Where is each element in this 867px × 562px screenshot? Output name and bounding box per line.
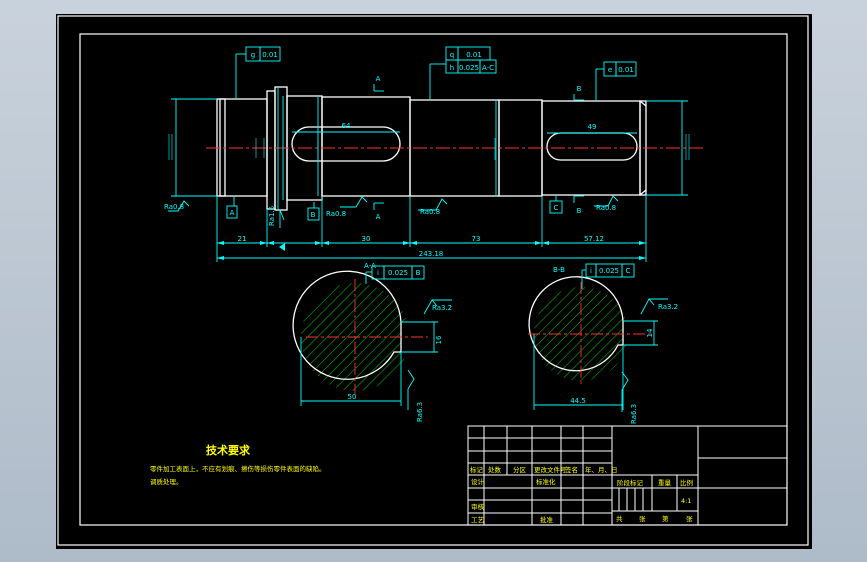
tol-a-value: 0.025	[388, 269, 408, 277]
dim-total-length: 243.18	[419, 250, 444, 258]
tb-ratio: 比例	[680, 478, 693, 487]
tol-q-symbol: q	[450, 51, 454, 59]
section-a-a: A-A i 0.025 B 50 16 Ra3.2 Ra6.3	[292, 262, 452, 422]
tb-zone: 分区	[513, 465, 527, 474]
rough-r3: Ra0.8	[326, 210, 346, 218]
shaft-seg-keyed-1	[321, 96, 411, 197]
tb-process: 工艺	[471, 516, 485, 524]
tech-line-2: 调质处理。	[150, 477, 183, 486]
tol-h-datum: A-C	[482, 64, 494, 72]
dim-length-30: 30	[362, 235, 371, 243]
dimension-arrows	[217, 241, 646, 260]
keyway-2	[546, 132, 638, 161]
cad-drawing-viewport[interactable]: g 0.01 q 0.01 h 0.025 A-C e 0.01 A B C A…	[56, 14, 812, 549]
section-a-bottom: A	[376, 213, 381, 221]
inner-frame	[79, 33, 788, 526]
rough-r2: Ra1.6	[268, 205, 276, 226]
tol-e-symbol: e	[608, 66, 612, 74]
dim-secB-key: 14	[646, 328, 654, 337]
tb-sheet-1: 共	[616, 514, 623, 523]
tb-sheet-2: 张	[639, 514, 646, 523]
rough-secB1: Ra3.2	[658, 303, 678, 311]
tb-scale: 4:1	[681, 497, 691, 505]
tech-title: 技术要求	[206, 443, 251, 457]
section-b-bottom: B	[577, 207, 582, 215]
tol-q-value: 0.01	[466, 51, 482, 59]
tb-sheet-4: 张	[686, 514, 693, 523]
datum-b-label: B	[311, 211, 316, 219]
tol-e-value: 0.01	[618, 66, 634, 74]
tb-doc: 更改文件号	[534, 465, 567, 474]
tol-g-symbol: g	[251, 51, 255, 59]
shaft-dimension-lines	[168, 54, 688, 262]
tb-stage: 阶段标记	[617, 478, 644, 487]
title-block: 标记 处数 分区 更改文件号 签名 年、月、日 设计 标准化 审核 工艺 批准 …	[467, 425, 788, 526]
dim-length-57: 57.12	[584, 235, 604, 243]
tol-a-datum: B	[416, 269, 421, 277]
rough-r4: Ra0.8	[420, 208, 440, 216]
tb-design: 设计	[471, 477, 485, 486]
diameter-callouts	[168, 134, 690, 160]
dim-secB-width: 44.5	[570, 397, 586, 405]
section-a-top: A	[376, 75, 381, 83]
tb-mark: 标记	[470, 465, 484, 474]
section-b-top: B	[577, 85, 582, 93]
tb-weight: 重量	[658, 479, 672, 487]
dim-length-21: 21	[238, 235, 247, 243]
rough-secA2: Ra6.3	[416, 402, 424, 422]
shaft-seg-shoulder-ring	[266, 90, 276, 210]
rough-secA1: Ra3.2	[432, 304, 452, 312]
section-a-label: A-A	[364, 262, 376, 270]
tech-line-1: 零件加工表面上，不应有划痕、擦伤等损伤零件表面的缺陷。	[150, 464, 326, 473]
shaft-drawing: g 0.01 q 0.01 h 0.025 A-C e 0.01 A B C A…	[57, 15, 809, 546]
datum-c-label: C	[554, 204, 559, 212]
tol-h-symbol: h	[450, 64, 454, 72]
tb-standard: 标准化	[536, 477, 556, 486]
dim-secA-width: 50	[348, 393, 357, 401]
tol-h-value: 0.025	[459, 64, 479, 72]
tol-b-value: 0.025	[599, 267, 619, 275]
rough-r5: Ra0.8	[596, 204, 616, 212]
section-b-b: B-B i 0.025 C 44.5 14 Ra3.2 Ra6.3	[528, 263, 678, 424]
dim-secA-key: 16	[435, 335, 443, 344]
tb-sheet-3: 第	[662, 514, 669, 523]
keyway-1	[291, 126, 401, 162]
tb-sign: 签名	[565, 465, 578, 474]
tol-b-datum: C	[626, 267, 631, 275]
dim-key1-length: 64	[342, 122, 351, 130]
technical-requirements: 技术要求 零件加工表面上，不应有划痕、擦伤等损伤零件表面的缺陷。 调质处理。	[150, 443, 326, 486]
tb-review: 审核	[471, 502, 485, 511]
tolerance-frames	[226, 46, 637, 221]
dim-key2-length: 49	[588, 123, 597, 131]
rough-secB2: Ra6.3	[630, 404, 638, 424]
tol-g-value: 0.01	[262, 51, 278, 59]
tol-a-symbol: i	[377, 269, 379, 277]
outer-frame	[57, 15, 809, 546]
dim-length-73: 73	[472, 235, 481, 243]
rough-r1: Ra0.8	[164, 203, 184, 211]
tol-b-symbol: i	[590, 267, 592, 275]
datum-a-label: A	[230, 209, 235, 217]
section-b-label: B-B	[553, 266, 565, 274]
tb-approve: 批准	[540, 515, 554, 524]
tb-date: 年、月、日	[585, 465, 618, 474]
tb-count: 处数	[488, 465, 502, 474]
